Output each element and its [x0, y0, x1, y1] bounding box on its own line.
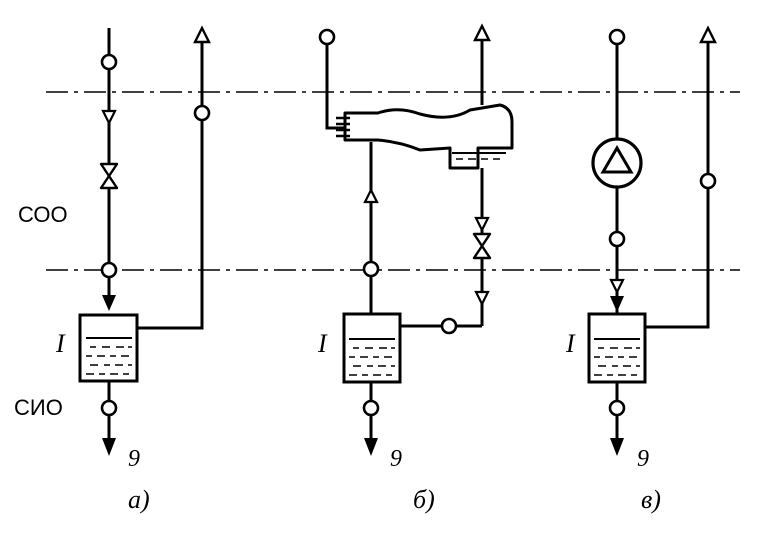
node	[318, 28, 336, 46]
vent-arrow-icon	[193, 26, 211, 44]
outlet-label: 9	[637, 446, 649, 472]
node	[440, 317, 458, 335]
node	[362, 399, 380, 417]
flow-direction-icon	[101, 109, 117, 125]
tank	[78, 313, 139, 383]
tank-label: I	[317, 329, 328, 358]
scheme-c: I 9 в)	[565, 26, 717, 514]
tank-label: I	[55, 329, 66, 358]
vent-arrow-icon	[699, 26, 717, 44]
valve-icon	[99, 162, 119, 190]
flow-arrow-icon	[102, 295, 116, 311]
valve-icon	[472, 232, 492, 260]
node	[193, 104, 211, 122]
node	[608, 28, 626, 46]
caption-a: а)	[128, 485, 150, 514]
caption-b: б)	[413, 485, 435, 514]
outlet-label: 9	[390, 446, 402, 472]
node	[100, 261, 118, 279]
node	[608, 399, 626, 417]
node	[100, 399, 118, 417]
flow-direction-icon	[609, 278, 625, 294]
flow-direction-icon	[474, 216, 490, 232]
tank-label: I	[565, 329, 576, 358]
node	[699, 172, 717, 190]
node	[608, 230, 626, 248]
node	[362, 260, 380, 278]
flow-direction-icon	[363, 188, 379, 204]
zone-label-upper: СОО	[18, 202, 68, 227]
flow-direction-icon	[474, 290, 490, 306]
flow-arrow-icon	[610, 296, 624, 312]
caption-c: в)	[641, 485, 661, 514]
node	[100, 53, 118, 71]
scheme-a: I 9 а)	[55, 26, 211, 514]
zone-label-lower: СИО	[14, 395, 63, 420]
outlet-label: 9	[128, 446, 140, 472]
vent-arrow-icon	[473, 24, 491, 42]
scheme-b: I 9 б)	[317, 24, 514, 514]
